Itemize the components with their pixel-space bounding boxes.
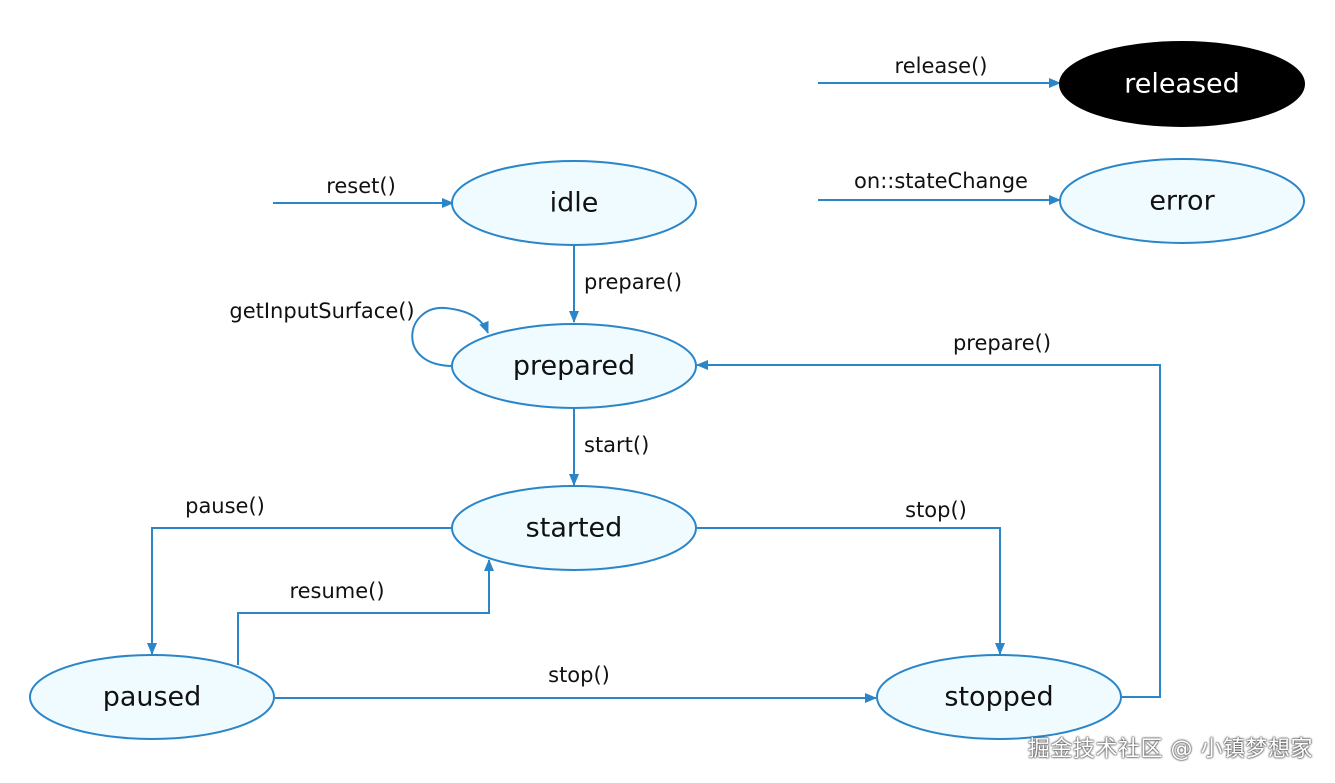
prepare-stopped-label: prepare() <box>953 331 1051 355</box>
stop-started-edge <box>697 527 1005 655</box>
release-label: release() <box>895 54 988 78</box>
state-stopped: stopped <box>876 654 1122 740</box>
get-input-surface-label: getInputSurface() <box>229 299 414 323</box>
prepare-idle-label: prepare() <box>584 270 682 294</box>
watermark: 掘金技术社区 @ 小镇梦想家 <box>1028 737 1313 762</box>
pause-edge <box>147 527 453 655</box>
state-error-label: error <box>1149 186 1215 217</box>
state-stopped-label: stopped <box>944 682 1053 713</box>
get-input-surface-loop <box>411 306 489 367</box>
state-released-label: released <box>1124 69 1240 100</box>
state-idle-label: idle <box>550 188 599 219</box>
state-change-label: on::stateChange <box>854 169 1028 193</box>
state-paused-label: paused <box>103 682 202 713</box>
state-idle: idle <box>451 160 697 246</box>
resume-edge <box>237 559 494 665</box>
resume-label: resume() <box>289 579 384 603</box>
state-started: started <box>451 485 697 571</box>
start-label: start() <box>584 433 649 457</box>
pause-label: pause() <box>185 494 265 518</box>
prepare-stopped-edge <box>696 360 1161 698</box>
state-started-label: started <box>526 513 623 544</box>
state-paused: paused <box>29 654 275 740</box>
state-prepared: prepared <box>451 323 697 409</box>
stop-started-label: stop() <box>905 498 967 522</box>
state-prepared-label: prepared <box>513 351 635 382</box>
stop-paused-label: stop() <box>548 663 610 687</box>
state-error: error <box>1059 158 1305 244</box>
reset-label: reset() <box>326 174 396 198</box>
state-released: released <box>1059 41 1305 127</box>
